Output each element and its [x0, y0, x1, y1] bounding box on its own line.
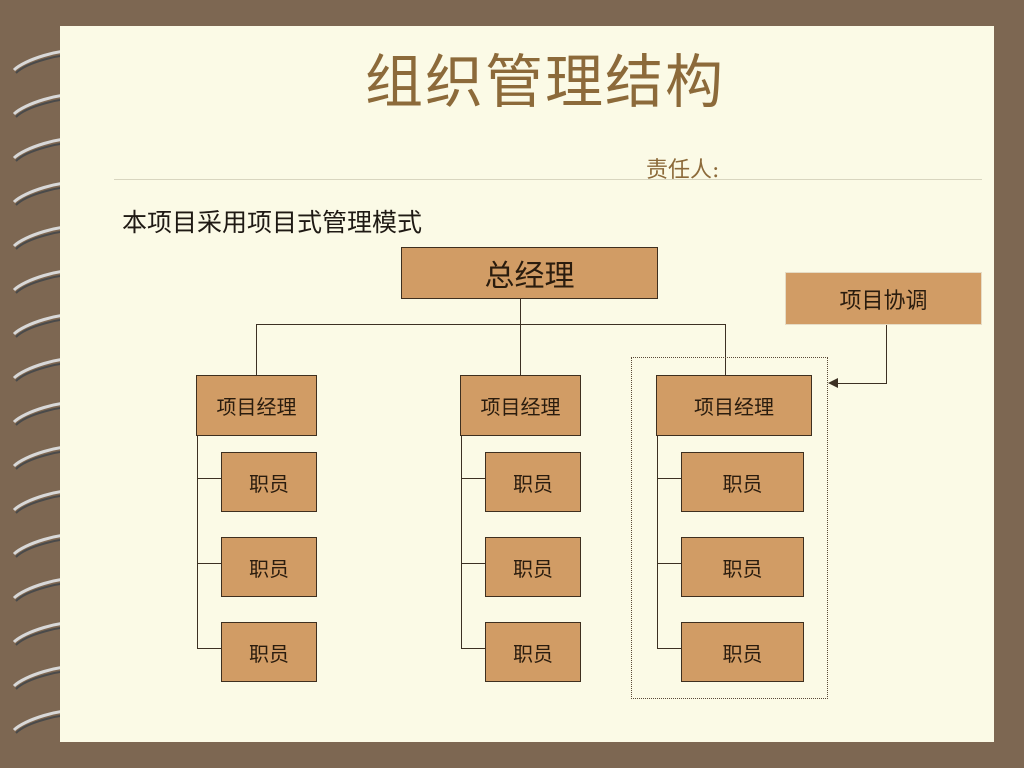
staff-box: 职员 — [681, 452, 804, 512]
connector-line — [520, 298, 521, 324]
connector-line — [461, 478, 486, 479]
staff-box: 职员 — [681, 622, 804, 682]
staff-box: 职员 — [485, 452, 581, 512]
staff-box: 职员 — [221, 537, 317, 597]
connector-line — [461, 563, 486, 564]
intro-text: 本项目采用项目式管理模式 — [122, 208, 423, 237]
connector-line — [461, 435, 462, 649]
page-title: 组织管理结构 — [364, 48, 725, 116]
arrow-left-icon — [828, 378, 838, 388]
connector-line — [657, 478, 682, 479]
connector-line — [197, 648, 222, 649]
general-manager-box: 总经理 — [401, 247, 658, 299]
project-manager-box: 项目经理 — [460, 375, 581, 436]
connector-line — [520, 324, 521, 376]
staff-box: 职员 — [221, 452, 317, 512]
staff-box: 职员 — [681, 537, 804, 597]
connector-line — [197, 563, 222, 564]
divider — [114, 179, 982, 180]
coordination-box: 项目协调 — [785, 272, 982, 325]
connector-line — [886, 324, 887, 384]
project-manager-box: 项目经理 — [656, 375, 812, 436]
connector-line — [256, 324, 726, 325]
staff-box: 职员 — [485, 622, 581, 682]
connector-line — [197, 435, 198, 649]
coordination-scope-frame — [631, 357, 828, 699]
connector-line — [836, 383, 887, 384]
staff-box: 职员 — [485, 537, 581, 597]
connector-line — [725, 324, 726, 376]
connector-line — [461, 648, 486, 649]
responsible-label: 责任人: — [646, 158, 720, 183]
staff-box: 职员 — [221, 622, 317, 682]
connector-line — [657, 435, 658, 649]
connector-line — [657, 563, 682, 564]
project-manager-box: 项目经理 — [196, 375, 317, 436]
connector-line — [197, 478, 222, 479]
connector-line — [256, 324, 257, 376]
connector-line — [657, 648, 682, 649]
